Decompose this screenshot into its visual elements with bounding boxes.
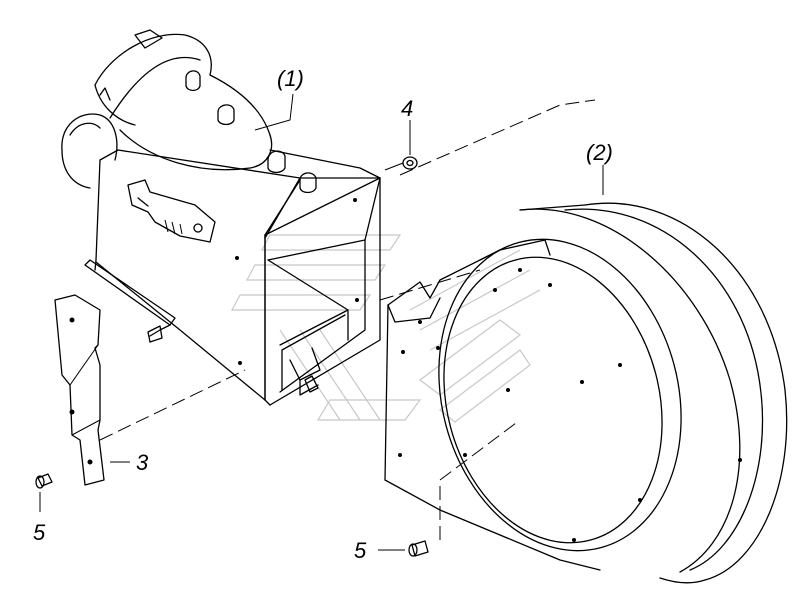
callout-bolt-5-right: 5	[354, 538, 367, 563]
bolt-left	[35, 473, 53, 489]
bolt-right	[408, 540, 429, 557]
heater-housing	[61, 29, 381, 406]
callout-bolt-5-left: 5	[33, 520, 46, 545]
watermark-logo	[231, 234, 541, 423]
leader-lines	[39, 93, 604, 551]
callout-bracket-3: 3	[136, 450, 149, 475]
washer	[402, 156, 418, 170]
mounting-bracket	[54, 294, 105, 486]
fan-shroud	[384, 202, 788, 584]
callout-assembly-1: (1)	[277, 66, 304, 91]
callout-washer-4: 4	[401, 96, 413, 121]
callout-assembly-2: (2)	[586, 140, 613, 165]
